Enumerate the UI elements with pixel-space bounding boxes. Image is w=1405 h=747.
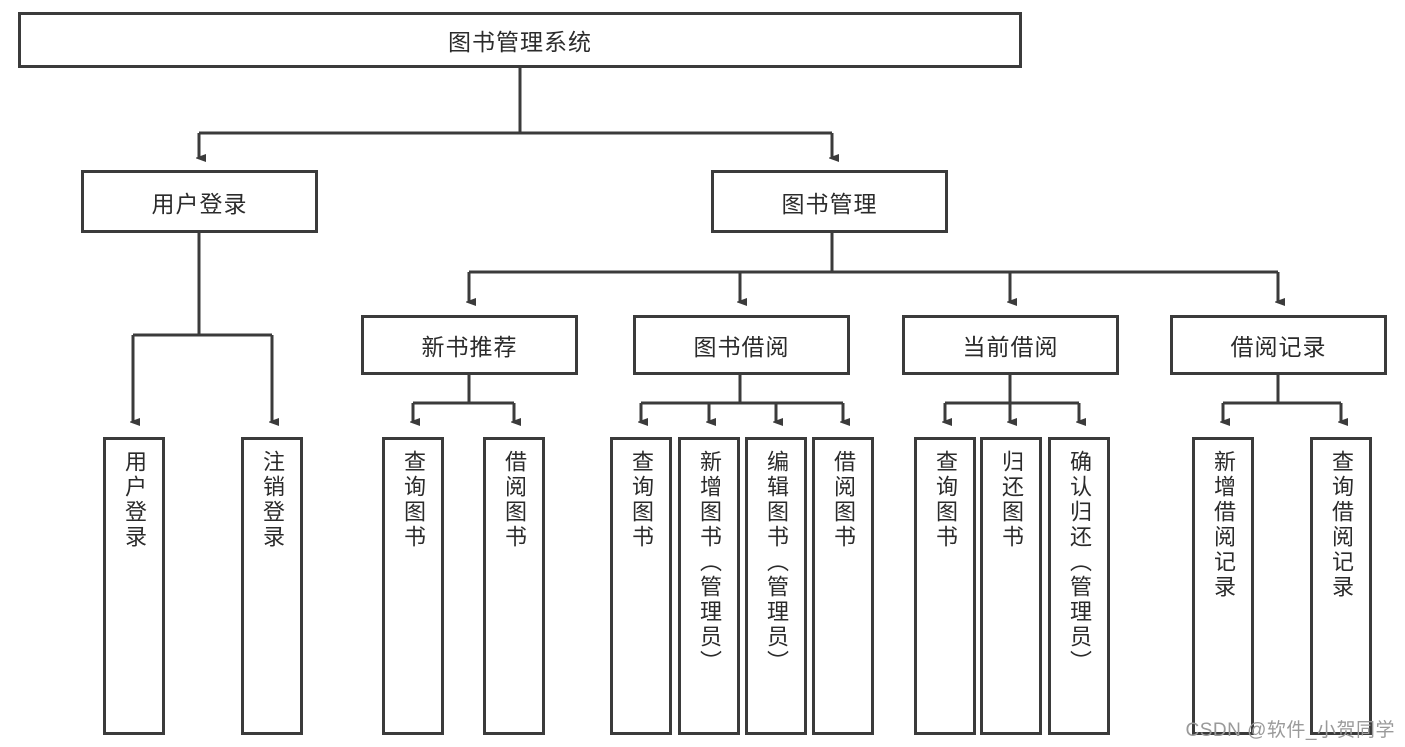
leaf-query-book-borrow[interactable]: 查询图书 bbox=[610, 437, 672, 735]
node-label: 新书推荐 bbox=[421, 334, 518, 360]
node-label: 图书管理系统 bbox=[448, 29, 592, 55]
node-label: 图书借阅 bbox=[693, 334, 790, 360]
node-label: 查询图书 bbox=[629, 450, 654, 550]
leaf-query-borrow-record[interactable]: 查询借阅记录 bbox=[1310, 437, 1372, 735]
node-label: 用户登录 bbox=[122, 450, 147, 550]
node-label: 注销登录 bbox=[260, 450, 285, 550]
node-label: 借阅图书 bbox=[502, 450, 527, 550]
node-label: 确认归还（管理员） bbox=[1067, 450, 1092, 675]
leaf-query-book-recommend[interactable]: 查询图书 bbox=[382, 437, 444, 735]
leaf-query-book-current[interactable]: 查询图书 bbox=[914, 437, 976, 735]
node-root-book-management-system[interactable]: 图书管理系统 bbox=[18, 12, 1022, 68]
node-new-book-recommend[interactable]: 新书推荐 bbox=[361, 315, 578, 375]
node-book-borrow[interactable]: 图书借阅 bbox=[633, 315, 850, 375]
node-user-login[interactable]: 用户登录 bbox=[81, 170, 318, 233]
node-label: 借阅图书 bbox=[831, 450, 856, 550]
leaf-user-logout[interactable]: 注销登录 bbox=[241, 437, 303, 735]
node-label: 查询图书 bbox=[401, 450, 426, 550]
leaf-edit-book-admin[interactable]: 编辑图书（管理员） bbox=[745, 437, 807, 735]
node-label: 当前借阅 bbox=[962, 334, 1059, 360]
node-borrow-record[interactable]: 借阅记录 bbox=[1170, 315, 1387, 375]
node-book-management[interactable]: 图书管理 bbox=[711, 170, 948, 233]
node-label: 新增借阅记录 bbox=[1211, 450, 1236, 600]
node-label: 编辑图书（管理员） bbox=[764, 450, 789, 675]
watermark: CSDN @软件_小贺同学 bbox=[1185, 720, 1395, 741]
node-label: 用户登录 bbox=[151, 190, 248, 217]
leaf-user-login[interactable]: 用户登录 bbox=[103, 437, 165, 735]
node-current-borrow[interactable]: 当前借阅 bbox=[902, 315, 1119, 375]
node-label: 归还图书 bbox=[999, 450, 1024, 550]
leaf-confirm-return-admin[interactable]: 确认归还（管理员） bbox=[1048, 437, 1110, 735]
leaf-add-book-admin[interactable]: 新增图书（管理员） bbox=[678, 437, 740, 735]
leaf-add-borrow-record[interactable]: 新增借阅记录 bbox=[1192, 437, 1254, 735]
node-label: 查询借阅记录 bbox=[1329, 450, 1354, 600]
node-label: 查询图书 bbox=[933, 450, 958, 550]
node-label: 借阅记录 bbox=[1230, 334, 1327, 360]
leaf-borrow-book-recommend[interactable]: 借阅图书 bbox=[483, 437, 545, 735]
node-label: 新增图书（管理员） bbox=[697, 450, 722, 675]
leaf-borrow-book[interactable]: 借阅图书 bbox=[812, 437, 874, 735]
leaf-return-book[interactable]: 归还图书 bbox=[980, 437, 1042, 735]
node-label: 图书管理 bbox=[781, 190, 878, 217]
